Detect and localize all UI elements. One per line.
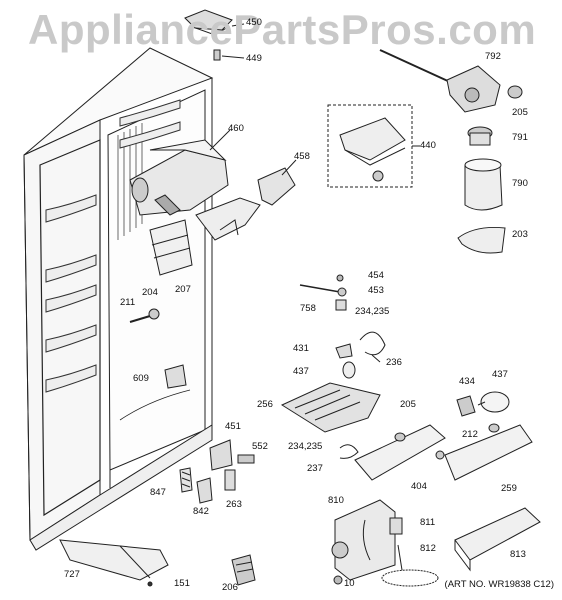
callout-609[interactable]: 609 bbox=[133, 373, 149, 384]
callout-450[interactable]: 450 bbox=[246, 17, 262, 28]
callout-256[interactable]: 256 bbox=[257, 399, 273, 410]
callout-205-top[interactable]: 205 bbox=[512, 107, 528, 118]
callout-236[interactable]: 236 bbox=[386, 357, 402, 368]
water-valve-assembly bbox=[332, 500, 438, 586]
art-number: (ART NO. WR19838 C12) bbox=[444, 579, 554, 590]
callout-791[interactable]: 791 bbox=[512, 132, 528, 143]
light-covers bbox=[340, 424, 532, 480]
callout-758[interactable]: 758 bbox=[300, 303, 316, 314]
callout-203[interactable]: 203 bbox=[512, 229, 528, 240]
callout-460[interactable]: 460 bbox=[228, 123, 244, 134]
callout-234-235-top[interactable]: 234,235 bbox=[355, 306, 390, 317]
callout-440[interactable]: 440 bbox=[420, 140, 436, 151]
callout-449[interactable]: 449 bbox=[246, 53, 262, 64]
callout-206[interactable]: 206 bbox=[222, 582, 238, 593]
top-hinge-parts bbox=[185, 10, 244, 60]
callout-204[interactable]: 204 bbox=[142, 287, 158, 298]
light-switch-parts bbox=[300, 275, 385, 362]
callout-813[interactable]: 813 bbox=[510, 549, 526, 560]
callout-259[interactable]: 259 bbox=[501, 483, 517, 494]
water-valve-cover bbox=[455, 508, 540, 570]
control-box-440 bbox=[328, 105, 420, 187]
water-filter-parts bbox=[380, 50, 522, 253]
callout-151[interactable]: 151 bbox=[174, 578, 190, 589]
callout-453[interactable]: 453 bbox=[368, 285, 384, 296]
callout-211[interactable]: 211 bbox=[120, 297, 136, 308]
callout-10[interactable]: 10 bbox=[344, 578, 355, 589]
cabinet-small-parts bbox=[130, 309, 355, 388]
lamp-socket-bulb bbox=[457, 392, 509, 416]
callout-212[interactable]: 212 bbox=[462, 429, 478, 440]
callout-812[interactable]: 812 bbox=[420, 543, 436, 554]
callout-842[interactable]: 842 bbox=[193, 506, 209, 517]
callout-237[interactable]: 237 bbox=[307, 463, 323, 474]
callout-792[interactable]: 792 bbox=[485, 51, 501, 62]
light-shield-256 bbox=[282, 383, 380, 432]
callout-207[interactable]: 207 bbox=[175, 284, 191, 295]
ice-dispenser-housing bbox=[130, 130, 230, 275]
callout-458[interactable]: 458 bbox=[294, 151, 310, 162]
callout-437-left[interactable]: 437 bbox=[293, 366, 309, 377]
air-duct-assembly bbox=[196, 160, 296, 240]
callout-727[interactable]: 727 bbox=[64, 569, 80, 580]
callout-437-right[interactable]: 437 bbox=[492, 369, 508, 380]
callout-404[interactable]: 404 bbox=[411, 481, 427, 492]
callout-790[interactable]: 790 bbox=[512, 178, 528, 189]
callout-811[interactable]: 811 bbox=[420, 517, 436, 528]
callout-454[interactable]: 454 bbox=[368, 270, 384, 281]
callout-552[interactable]: 552 bbox=[252, 441, 268, 452]
callout-234-235-bottom[interactable]: 234,235 bbox=[288, 441, 323, 452]
callout-810[interactable]: 810 bbox=[328, 495, 344, 506]
callout-847[interactable]: 847 bbox=[150, 487, 166, 498]
callout-431[interactable]: 431 bbox=[293, 343, 309, 354]
callout-451[interactable]: 451 bbox=[225, 421, 241, 432]
callout-434[interactable]: 434 bbox=[459, 376, 475, 387]
bottom-hinge-parts bbox=[180, 440, 254, 503]
callout-205-middle[interactable]: 205 bbox=[400, 399, 416, 410]
watermark-text: AppliancePartsPros.com bbox=[28, 6, 537, 53]
callout-263[interactable]: 263 bbox=[226, 499, 242, 510]
grille-parts bbox=[60, 540, 255, 586]
